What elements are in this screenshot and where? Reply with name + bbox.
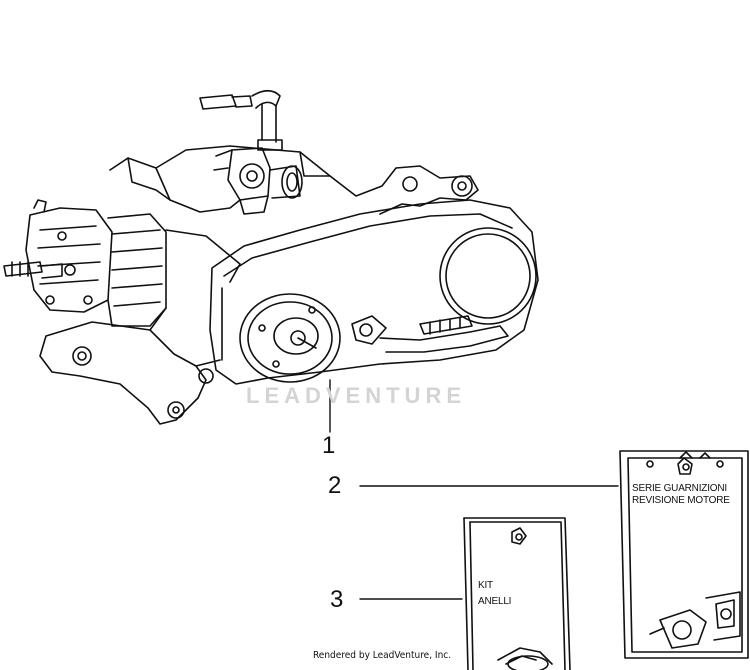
ring-kit-label-line1: KIT <box>478 580 493 591</box>
render-credit: Rendered by LeadVenture, Inc. <box>313 650 452 661</box>
ring-kit-label-line2: ANELLI <box>478 596 512 607</box>
gasket-kit-label-line2: REVISIONE MOTORE <box>632 495 730 506</box>
watermark-text: LEADVENTURE <box>246 383 467 408</box>
callout-number-3: 3 <box>330 586 344 613</box>
callout-number-1: 1 <box>322 432 336 459</box>
gasket-kit-label-line1: SERIE GUARNIZIONI <box>632 483 727 494</box>
gasket-kit-card <box>619 450 749 659</box>
ring-kit-card <box>463 517 571 670</box>
engine-assembly-illustration <box>3 89 539 425</box>
callout-number-2: 2 <box>328 472 342 499</box>
